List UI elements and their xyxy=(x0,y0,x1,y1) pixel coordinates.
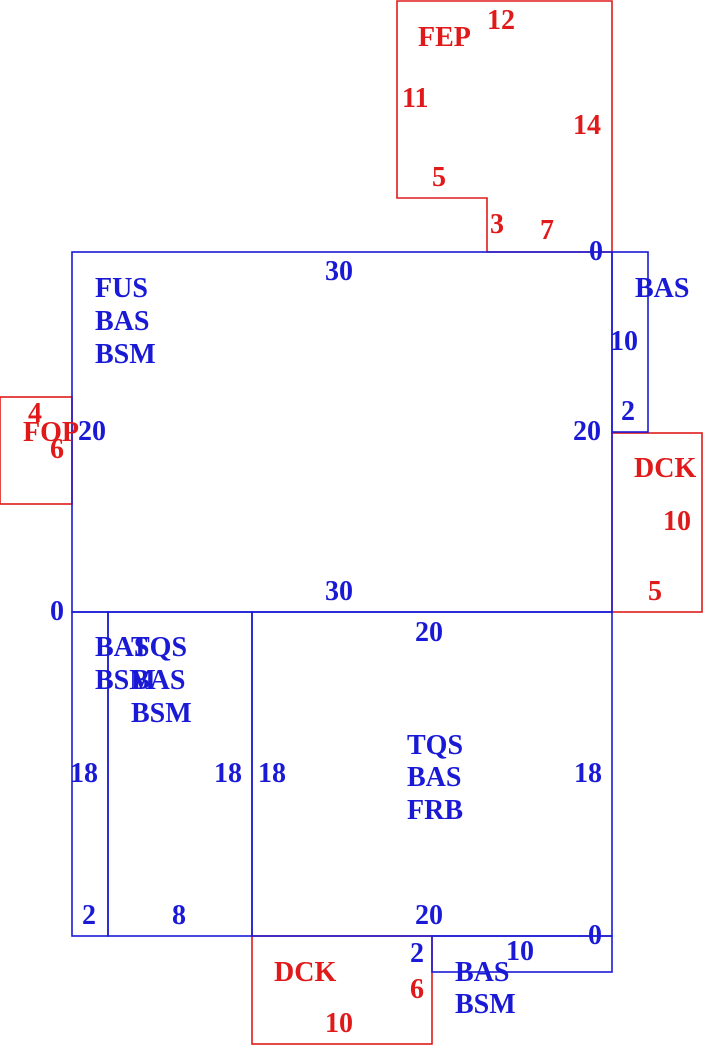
tqs-main-dim-top: 20 xyxy=(415,617,443,648)
right-bas-code: BAS xyxy=(635,273,689,304)
dck-bottom-dim-side: 6 xyxy=(410,974,424,1005)
dck-bottom-code: DCK xyxy=(274,957,336,988)
fep-dim-right: 14 xyxy=(573,110,601,141)
tqs-main-dim-right: 18 xyxy=(574,758,602,789)
tqs-main-corner-dim: 0 xyxy=(588,920,602,951)
left-strip-code-1: BAS xyxy=(95,632,149,663)
tqs-left-code-2: BAS xyxy=(131,665,185,696)
right-bas-outline xyxy=(611,251,649,433)
tqs-left-dim-side: 18 xyxy=(214,758,242,789)
right-bas-dim-side: 10 xyxy=(610,326,638,357)
dck-right-dim-bottom: 5 xyxy=(648,576,662,607)
main-dim-left: 20 xyxy=(78,416,106,447)
tqs-main-code-3: FRB xyxy=(407,795,463,826)
left-corner-dim: 0 xyxy=(50,596,64,627)
left-strip-code-2: BSM xyxy=(95,665,156,696)
tqs-main-dim-bottom: 20 xyxy=(415,900,443,931)
fep-dim-notch: 3 xyxy=(490,209,504,240)
main-dim-bottom: 30 xyxy=(325,576,353,607)
tqs-left-code-1: TQS xyxy=(131,632,187,663)
tqs-left-code-3: BSM xyxy=(131,698,192,729)
main-corner-dim: 0 xyxy=(589,236,603,267)
fop-code: FOP xyxy=(23,417,79,448)
right-bas-dim-bottom: 2 xyxy=(621,396,635,427)
tqs-left-dim-bottom: 8 xyxy=(172,900,186,931)
main-house-outline xyxy=(71,251,613,613)
fep-dim-left: 11 xyxy=(402,83,428,114)
fep-dim-bottom: 7 xyxy=(540,215,554,246)
dck-right-dim-side: 10 xyxy=(663,506,691,537)
dck-bottom-dim-bottom: 10 xyxy=(325,1008,353,1039)
fep-code: FEP xyxy=(418,22,471,53)
main-code-3: BSM xyxy=(95,339,156,370)
fop-dim-top: 4 xyxy=(28,398,42,429)
fop-dim-side: 6 xyxy=(50,434,64,465)
main-code-1: FUS xyxy=(95,273,148,304)
tqs-main-code-1: TQS xyxy=(407,730,463,761)
tqs-main-dim-left: 18 xyxy=(258,758,286,789)
tqs-main-code-2: BAS xyxy=(407,762,461,793)
bottom-bas-dim-side: 2 xyxy=(410,938,424,969)
bottom-bas-outline xyxy=(431,935,613,973)
left-strip-dim-bottom: 2 xyxy=(82,900,96,931)
main-code-2: BAS xyxy=(95,306,149,337)
fep-dim-step: 5 xyxy=(432,162,446,193)
main-dim-right: 20 xyxy=(573,416,601,447)
dck-right-code: DCK xyxy=(634,453,696,484)
left-strip-dim-side: 18 xyxy=(70,758,98,789)
fep-dim-top: 12 xyxy=(487,5,515,36)
main-dim-top: 30 xyxy=(325,256,353,287)
bottom-bas-dim-top: 10 xyxy=(506,936,534,967)
bottom-bas-code-1: BAS xyxy=(455,957,509,988)
bottom-bas-code-2: BSM xyxy=(455,989,516,1020)
